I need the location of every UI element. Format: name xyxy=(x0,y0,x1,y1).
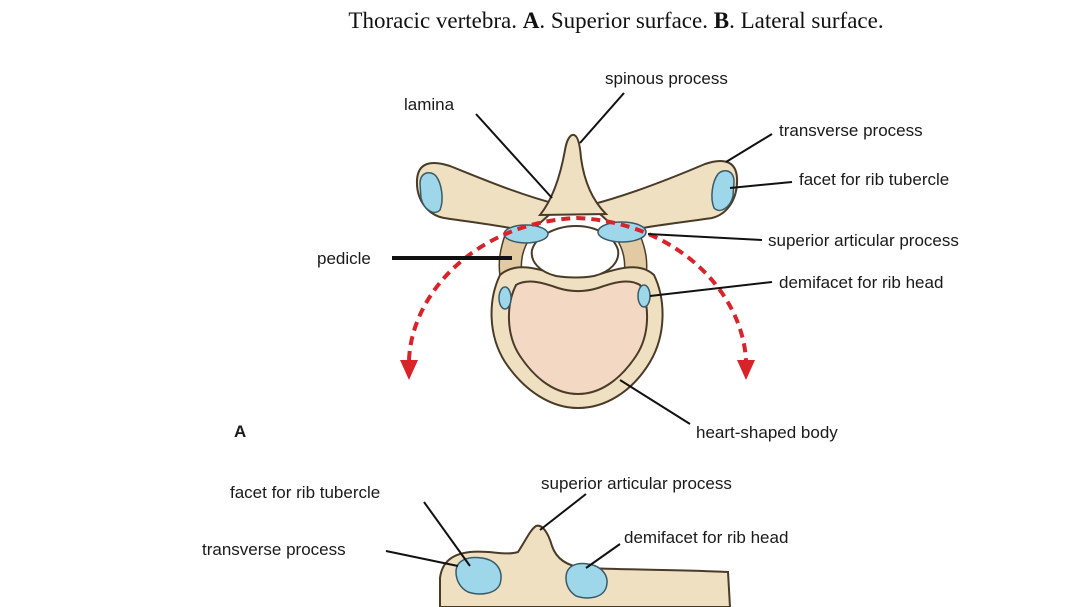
caption-b-text: . Lateral surface. xyxy=(729,8,884,33)
figure-b-illustration xyxy=(439,524,732,607)
panel-label-a: A xyxy=(234,422,246,441)
caption-title: Thoracic vertebra. xyxy=(348,8,517,33)
label-b-facet-rib-tubercle: facet for rib tubercle xyxy=(230,483,380,502)
caption-a-text: . Superior surface. xyxy=(539,8,708,33)
left-demifacet xyxy=(498,286,512,310)
rotation-arc xyxy=(407,215,748,361)
right-transverse-costal-facet xyxy=(711,169,735,212)
caption-b-letter: B xyxy=(713,8,730,33)
right-superior-articular-facet xyxy=(597,221,647,243)
left-transverse-process xyxy=(415,162,563,234)
right-demifacet xyxy=(637,284,651,308)
label-transverse-process: transverse process xyxy=(779,121,923,140)
label-b-transverse-process: transverse process xyxy=(202,540,346,559)
right-arrowhead xyxy=(737,360,755,380)
vertebral-body-surface xyxy=(507,280,649,396)
label-b-superior-articular-process: superior articular process xyxy=(541,474,732,493)
label-b-demifacet-rib-head: demifacet for rib head xyxy=(624,528,788,547)
label-spinous-process: spinous process xyxy=(605,69,728,88)
label-heart-shaped-body: heart-shaped body xyxy=(696,423,838,442)
figure-b-leaders xyxy=(385,493,621,569)
lateral-demifacet xyxy=(565,562,608,599)
figure-a-leaders xyxy=(392,92,793,425)
figure-caption: Thoracic vertebra. A. Superior surface. … xyxy=(0,8,1080,34)
label-facet-rib-tubercle: facet for rib tubercle xyxy=(799,170,949,189)
right-transverse-process xyxy=(587,160,739,234)
left-arrowhead xyxy=(400,360,418,380)
caption-a-letter: A xyxy=(522,8,540,33)
label-pedicle: pedicle xyxy=(317,249,371,268)
left-transverse-costal-facet xyxy=(419,171,443,214)
lateral-transverse-facet xyxy=(455,556,502,595)
figure-a-labels: spinous process lamina transverse proces… xyxy=(234,69,959,442)
label-lamina: lamina xyxy=(404,95,455,114)
lateral-vertebra-shape xyxy=(439,524,732,607)
figure-a-illustration xyxy=(400,133,755,410)
spinous-process-shape xyxy=(537,133,609,217)
figure-b-labels: facet for rib tubercle superior articula… xyxy=(202,474,788,559)
label-demifacet-rib-head: demifacet for rib head xyxy=(779,273,943,292)
label-superior-articular-process: superior articular process xyxy=(768,231,959,250)
vertebral-canal xyxy=(530,224,620,279)
